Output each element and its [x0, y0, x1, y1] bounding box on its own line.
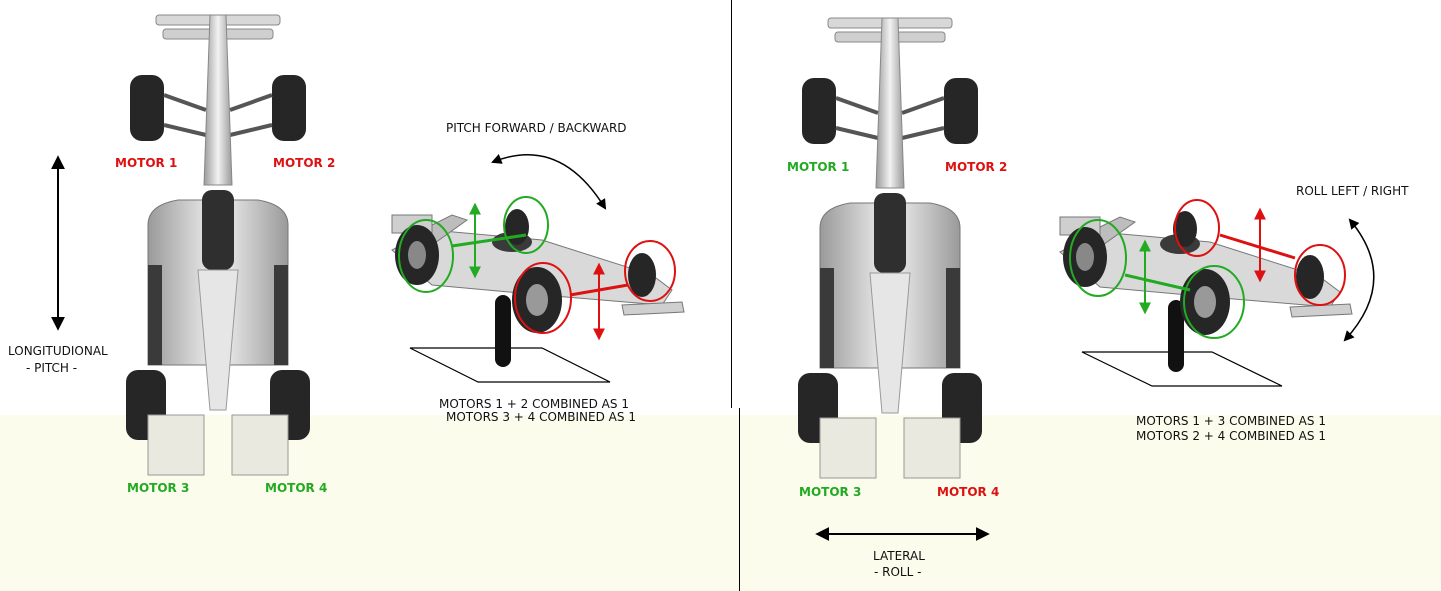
right-combined-line2: MOTORS 2 + 4 COMBINED AS 1 [1136, 429, 1326, 443]
left-combined-line1: MOTORS 1 + 2 COMBINED AS 1 [439, 397, 629, 411]
lateral-axis-label: LATERAL [873, 549, 925, 563]
panel-divider-top [731, 0, 732, 408]
left-motor2-label: MOTOR 2 [273, 156, 336, 170]
left-motor4-label: MOTOR 4 [265, 481, 328, 495]
pitch-axis-sublabel: - PITCH - [26, 361, 78, 375]
panel-divider-bottom [739, 408, 740, 591]
left-motor1-label: MOTOR 1 [115, 156, 178, 170]
longitudinal-axis-label: LONGITUDIONAL [8, 344, 108, 358]
right-combined-line1: MOTORS 1 + 3 COMBINED AS 1 [1136, 414, 1326, 428]
pitch-motion-label: PITCH FORWARD / BACKWARD [446, 121, 627, 135]
right-motor4-label: MOTOR 4 [937, 485, 1000, 499]
right-motor2-label: MOTOR 2 [945, 160, 1008, 174]
right-motor1-label: MOTOR 1 [787, 160, 850, 174]
right-motor3-label: MOTOR 3 [799, 485, 862, 499]
left-combined-line2: MOTORS 3 + 4 COMBINED AS 1 [446, 410, 636, 424]
roll-motion-label: ROLL LEFT / RIGHT [1296, 184, 1409, 198]
left-motor3-label: MOTOR 3 [127, 481, 190, 495]
roll-axis-sublabel: - ROLL - [874, 565, 922, 579]
